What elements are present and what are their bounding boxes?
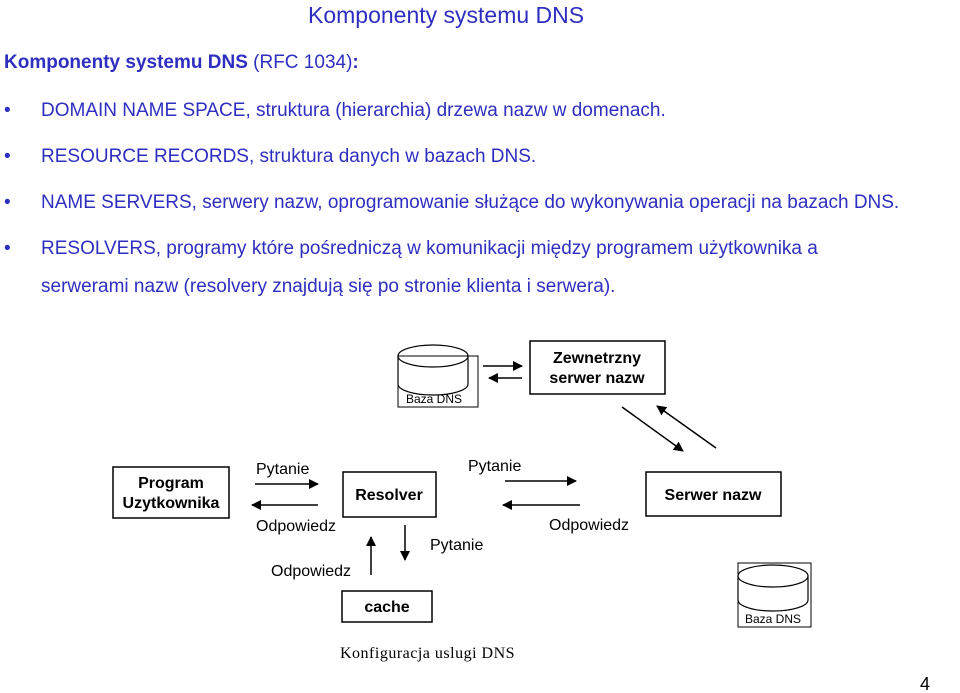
label-pytanie-cache: Pytanie: [430, 537, 483, 554]
name-server-label: Serwer nazw: [665, 487, 762, 504]
bullet-item-name-servers: NAME SERVERS, serwery nazw, oprogramowan…: [41, 192, 900, 213]
external-server-label-2: serwer nazw: [549, 370, 645, 387]
heading-rfc: (RFC 1034): [247, 52, 353, 73]
database-bottom-icon: [737, 564, 809, 612]
cache-label: cache: [364, 599, 409, 616]
user-program-box: [112, 466, 230, 519]
label-pytanie-left: Pytanie: [256, 461, 309, 478]
bullet-item-resource-records: RESOURCE RECORDS, struktura danych w baz…: [41, 146, 537, 167]
heading-colon: :: [352, 52, 359, 73]
bullet-item-resolvers-cont: serwerami nazw (resolvery znajdują się p…: [41, 276, 616, 297]
database-bottom-frame: [737, 562, 812, 628]
page-number: 4: [920, 674, 930, 693]
database-top-icon: [397, 344, 469, 396]
user-program-label-2: Uzytkownika: [123, 495, 220, 512]
database-top-label: Baza DNS: [406, 392, 462, 406]
user-program-label-1: Program: [138, 475, 204, 492]
bullet-marker: •: [4, 192, 11, 213]
cache-box: [341, 590, 433, 623]
label-odpowiedz-cache: Odpowiedz: [271, 563, 351, 580]
diagram-caption: Konfiguracja uslugi DNS: [340, 645, 515, 662]
bullet-marker: •: [4, 238, 11, 259]
name-server-box: [645, 471, 782, 517]
external-name-server-box: [529, 340, 666, 395]
bullet-item-domain-name-space: DOMAIN NAME SPACE, struktura (hierarchia…: [41, 100, 666, 121]
database-bottom-label: Baza DNS: [745, 612, 801, 626]
bullet-item-resolvers: RESOLVERS, programy które pośredniczą w …: [41, 238, 818, 259]
bullet-marker: •: [4, 100, 11, 121]
resolver-box: [342, 471, 437, 518]
label-pytanie-right: Pytanie: [468, 458, 521, 475]
arrow-diagonal-right: [656, 405, 717, 449]
database-top-frame: [397, 355, 479, 408]
slide-title: Komponenty systemu DNS: [308, 2, 585, 28]
external-server-label-1: Zewnetrzny: [553, 350, 641, 367]
arrow-diagonal-left: [621, 406, 684, 452]
resolver-label: Resolver: [355, 487, 423, 504]
heading-bold: Komponenty systemu DNS: [4, 52, 248, 73]
label-odpowiedz-left: Odpowiedz: [256, 518, 336, 535]
section-heading: Komponenty systemu DNS (RFC 1034):: [4, 52, 359, 74]
label-odpowiedz-right: Odpowiedz: [549, 517, 629, 534]
bullet-marker: •: [4, 146, 11, 167]
